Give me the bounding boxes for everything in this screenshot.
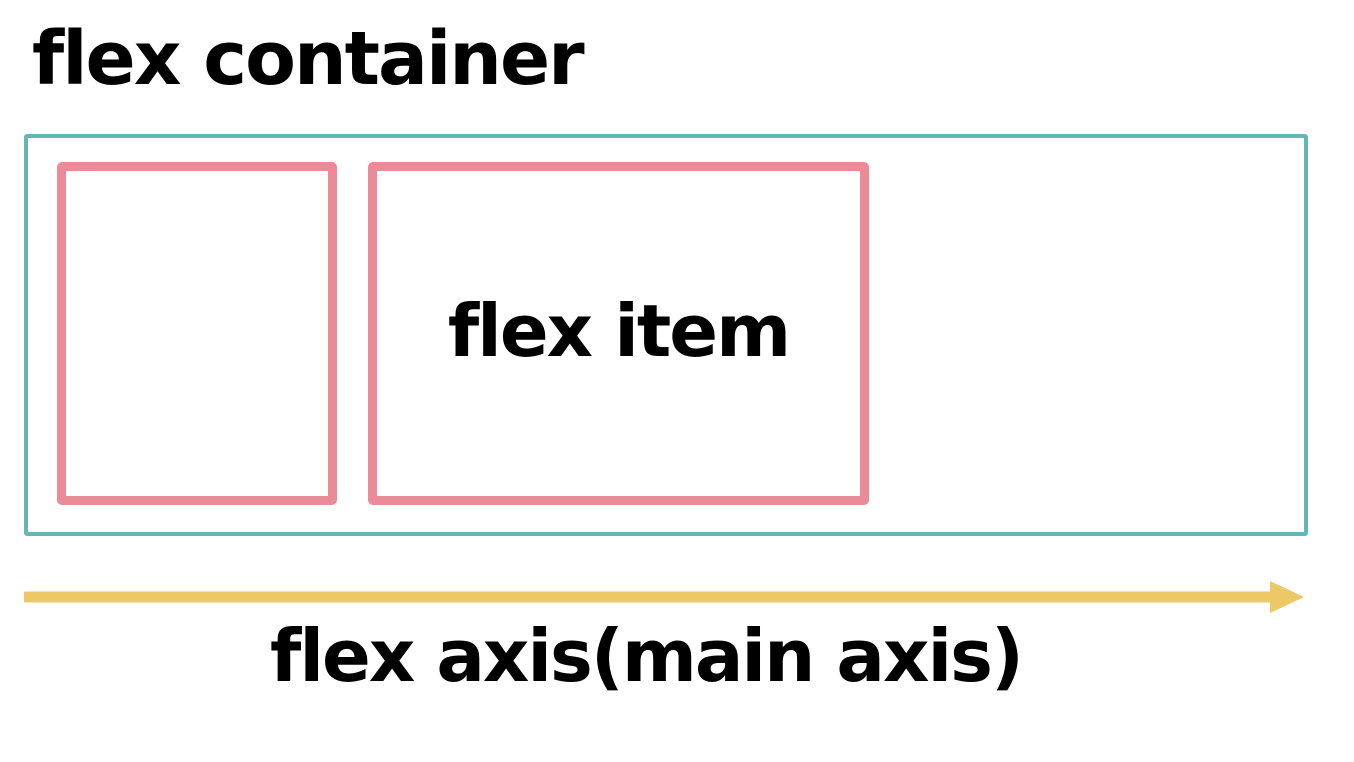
flex-item-first (57, 162, 337, 505)
diagram-title: flex container (32, 16, 585, 102)
main-axis-arrow-icon (24, 581, 1304, 613)
flex-item-label: flex item (447, 288, 791, 373)
flex-container-box (24, 134, 1308, 536)
main-axis-label: flex axis(main axis) (270, 614, 1024, 698)
main-axis-arrowhead (1270, 581, 1304, 613)
flex-item-second: flex item (368, 162, 869, 505)
